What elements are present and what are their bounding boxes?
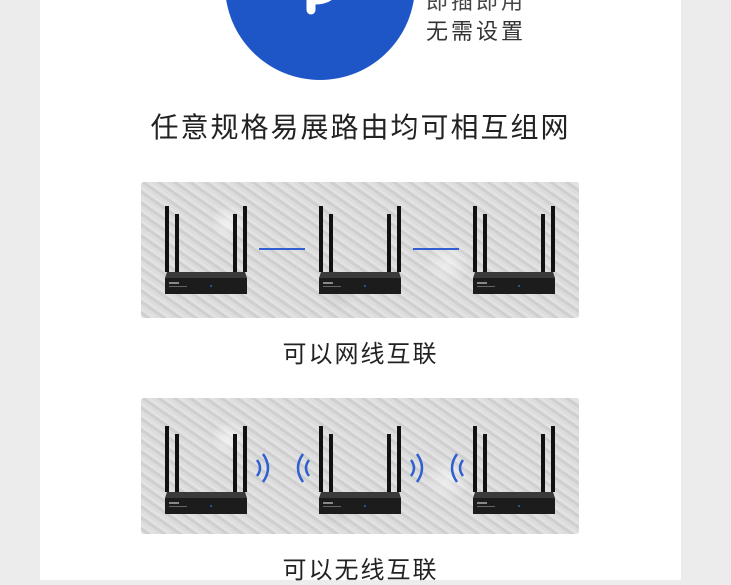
router-icon [165,426,247,514]
feature-text-no-setup: 无需设置 [426,20,527,45]
brand-logo [225,0,415,80]
router-icon [165,206,247,294]
wired-panel [141,182,579,318]
cable-link [413,248,459,250]
product-page: 即插即用 无需设置 任意规格易展路由均可相互组网 [40,0,681,584]
wifi-signal-icon [409,453,465,483]
wired-caption: 可以网线互联 [282,340,439,368]
router-icon [473,426,555,514]
wifi-signal-icon [255,453,311,483]
wireless-caption: 可以无线互联 [282,556,439,584]
page-headline: 任意规格易展路由均可相互组网 [150,111,571,144]
wireless-panel [141,398,579,534]
router-icon [319,206,401,294]
router-icon [319,426,401,514]
router-icon [473,206,555,294]
feature-text-partial: 即插即用 [426,0,527,15]
cable-link [259,248,305,250]
p-logo-icon [306,0,331,15]
